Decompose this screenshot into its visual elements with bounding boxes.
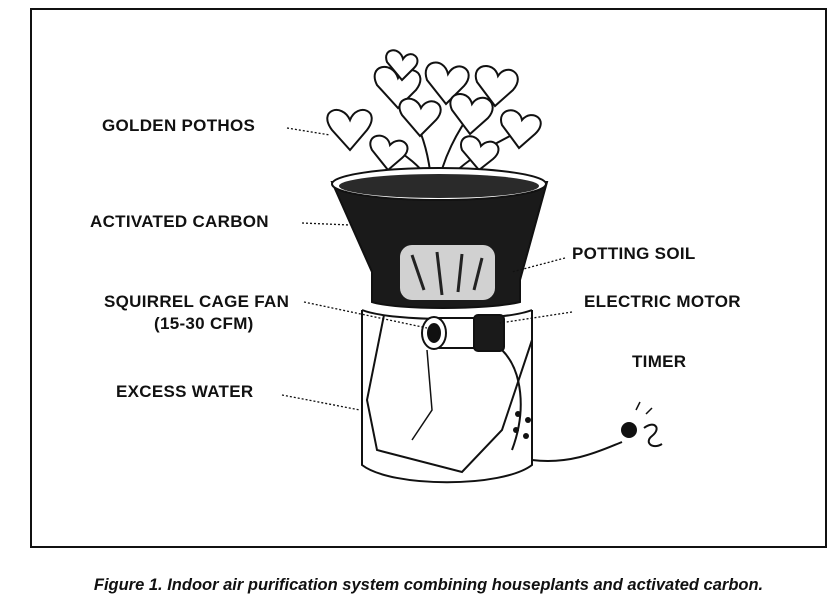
carbon-pot [330, 167, 549, 309]
leader-lines [281, 127, 573, 411]
label-electric-motor: ELECTRIC MOTOR [584, 292, 741, 311]
vent-holes [513, 411, 531, 439]
timer-device [621, 401, 663, 448]
golden-pothos-plant [326, 49, 542, 191]
figure-frame: GOLDEN POTHOS ACTIVATED CARBON POTTING S… [30, 8, 827, 548]
leader-potting-soil [511, 257, 566, 273]
label-activated-carbon: ACTIVATED CARBON [90, 212, 269, 231]
power-cord [501, 349, 623, 462]
leader-fan [303, 301, 428, 329]
squirrel-cage-fan [421, 314, 505, 352]
leader-excess-water [281, 394, 361, 411]
label-timer: TIMER [632, 352, 687, 371]
leader-golden-pothos [286, 127, 331, 136]
figure-caption: Figure 1. Indoor air purification system… [93, 576, 764, 594]
leader-activated-carbon [301, 222, 351, 226]
leader-motor [499, 311, 573, 324]
purifier-diagram [281, 49, 663, 484]
label-fan-rating: (15-30 CFM) [154, 314, 254, 333]
label-golden-pothos: GOLDEN POTHOS [102, 116, 256, 135]
label-squirrel-cage-fan: SQUIRREL CAGE FAN [104, 292, 290, 311]
label-potting-soil: POTTING SOIL [572, 244, 696, 263]
label-excess-water: EXCESS WATER [116, 382, 254, 401]
